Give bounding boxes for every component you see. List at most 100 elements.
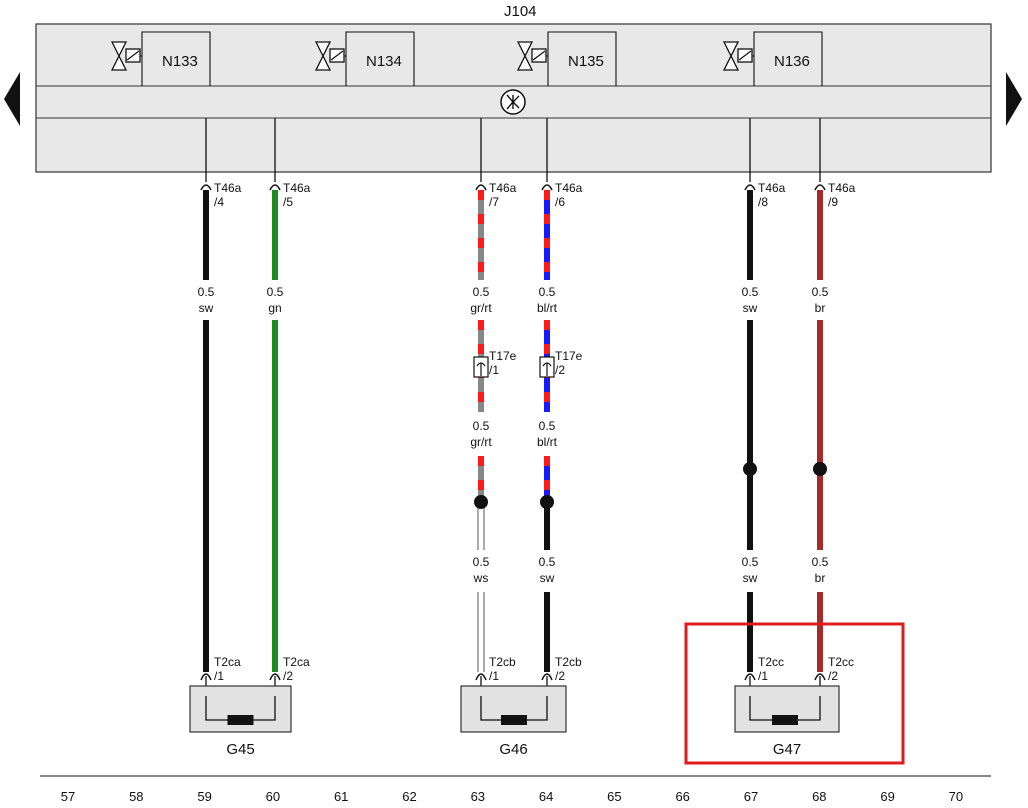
valve-label: N136 [774, 53, 810, 70]
pin-contact-icon [200, 673, 212, 681]
splice-dot [474, 495, 488, 509]
column-number: 69 [880, 789, 894, 804]
top-pin-number: /9 [828, 195, 838, 209]
wire-color-label: gn [268, 301, 281, 315]
wire-color-label: sw [743, 301, 758, 315]
pin-contact-icon [814, 184, 826, 191]
column-number: 61 [334, 789, 348, 804]
column-number: 70 [949, 789, 963, 804]
top-pin-number: /4 [214, 195, 224, 209]
sensor-g46: G46 [460, 685, 567, 758]
sensor-label: G46 [499, 741, 527, 758]
valve-n134: N134 [314, 31, 415, 86]
bottom-pin-number: /1 [489, 669, 499, 683]
wire-size-label: 0.5 [742, 285, 759, 299]
column-number: 65 [607, 789, 621, 804]
module-label: J104 [504, 3, 537, 20]
column-number: 67 [744, 789, 758, 804]
bottom-pin-label: T2ca [283, 655, 310, 669]
pin-contact-icon [269, 673, 281, 681]
column-number: 63 [471, 789, 485, 804]
triangle-right-icon[interactable] [1006, 72, 1022, 126]
valve-label: N135 [568, 53, 604, 70]
bottom-pin-label: T2cb [555, 655, 582, 669]
triangle-left-icon[interactable] [4, 72, 20, 126]
column-number: 66 [675, 789, 689, 804]
pin-contact-icon [744, 673, 756, 681]
pin-contact-icon [541, 184, 553, 191]
wire-color-label: br [815, 301, 826, 315]
pin-contact-icon [269, 184, 281, 191]
bottom-pin-label: T2ca [214, 655, 241, 669]
column-number: 64 [539, 789, 553, 804]
sensor-element-icon [227, 715, 254, 725]
bottom-pin-number: /2 [828, 669, 838, 683]
top-pin-label: T46a [214, 181, 242, 195]
column-number: 57 [61, 789, 75, 804]
wire-color-label: gr/rt [470, 301, 492, 315]
wire-color-label: bl/rt [537, 301, 558, 315]
valve-n135: N135 [516, 31, 617, 86]
wire-size-label: 0.5 [812, 285, 829, 299]
wire-color-label: bl/rt [537, 435, 558, 449]
wire-size-label: 0.5 [198, 285, 215, 299]
splice-dot [540, 495, 554, 509]
splice-dot [813, 462, 827, 476]
bottom-pin-number: /1 [758, 669, 768, 683]
sensor-label: G45 [226, 741, 254, 758]
bottom-pin-label: T2cc [758, 655, 784, 669]
pin-contact-icon [200, 184, 212, 191]
wire-color-label: br [815, 571, 826, 585]
column-number: 58 [129, 789, 143, 804]
inline-connector-icon [539, 356, 555, 378]
connector-number: /2 [555, 363, 565, 377]
wire-size-label: 0.5 [742, 555, 759, 569]
top-pin-label: T46a [828, 181, 856, 195]
wire-size-label: 0.5 [473, 285, 490, 299]
wire-color-label: gr/rt [470, 435, 492, 449]
wire-color-label: ws [473, 571, 489, 585]
pin-contact-icon [814, 673, 826, 681]
valve-n133: N133 [110, 31, 211, 86]
inline-connector-icon [473, 356, 489, 378]
column-number: 68 [812, 789, 826, 804]
bottom-pin-number: /2 [555, 669, 565, 683]
top-pin-label: T46a [555, 181, 583, 195]
connector-number: /1 [489, 363, 499, 377]
top-pin-number: /6 [555, 195, 565, 209]
connector-label: T17e [489, 349, 517, 363]
bottom-pin-number: /2 [283, 669, 293, 683]
connector-label: T17e [555, 349, 583, 363]
wire-size-label: 0.5 [812, 555, 829, 569]
wire-size-label: 0.5 [539, 285, 556, 299]
top-pin-label: T46a [489, 181, 517, 195]
wire-size-label: 0.5 [539, 555, 556, 569]
pin-contact-icon [744, 184, 756, 191]
bottom-pin-label: T2cb [489, 655, 516, 669]
wire-size-label: 0.5 [473, 419, 490, 433]
wire-color-label: sw [540, 571, 555, 585]
sensor-g45: G45 [189, 685, 292, 758]
top-pin-number: /8 [758, 195, 768, 209]
wire-size-label: 0.5 [473, 555, 490, 569]
top-pin-label: T46a [283, 181, 311, 195]
column-number: 62 [402, 789, 416, 804]
ground-symbol-icon [500, 89, 526, 115]
top-pin-number: /7 [489, 195, 499, 209]
pin-contact-icon [475, 673, 487, 681]
wire-size-label: 0.5 [539, 419, 556, 433]
wire-size-label: 0.5 [267, 285, 284, 299]
valve-label: N133 [162, 53, 198, 70]
sensor-g47: G47 [734, 685, 840, 758]
pin-contact-icon [541, 673, 553, 681]
valve-label: N134 [366, 53, 402, 70]
wire-color-label: sw [199, 301, 214, 315]
bottom-pin-label: T2cc [828, 655, 854, 669]
valve-n136: N136 [722, 31, 823, 86]
